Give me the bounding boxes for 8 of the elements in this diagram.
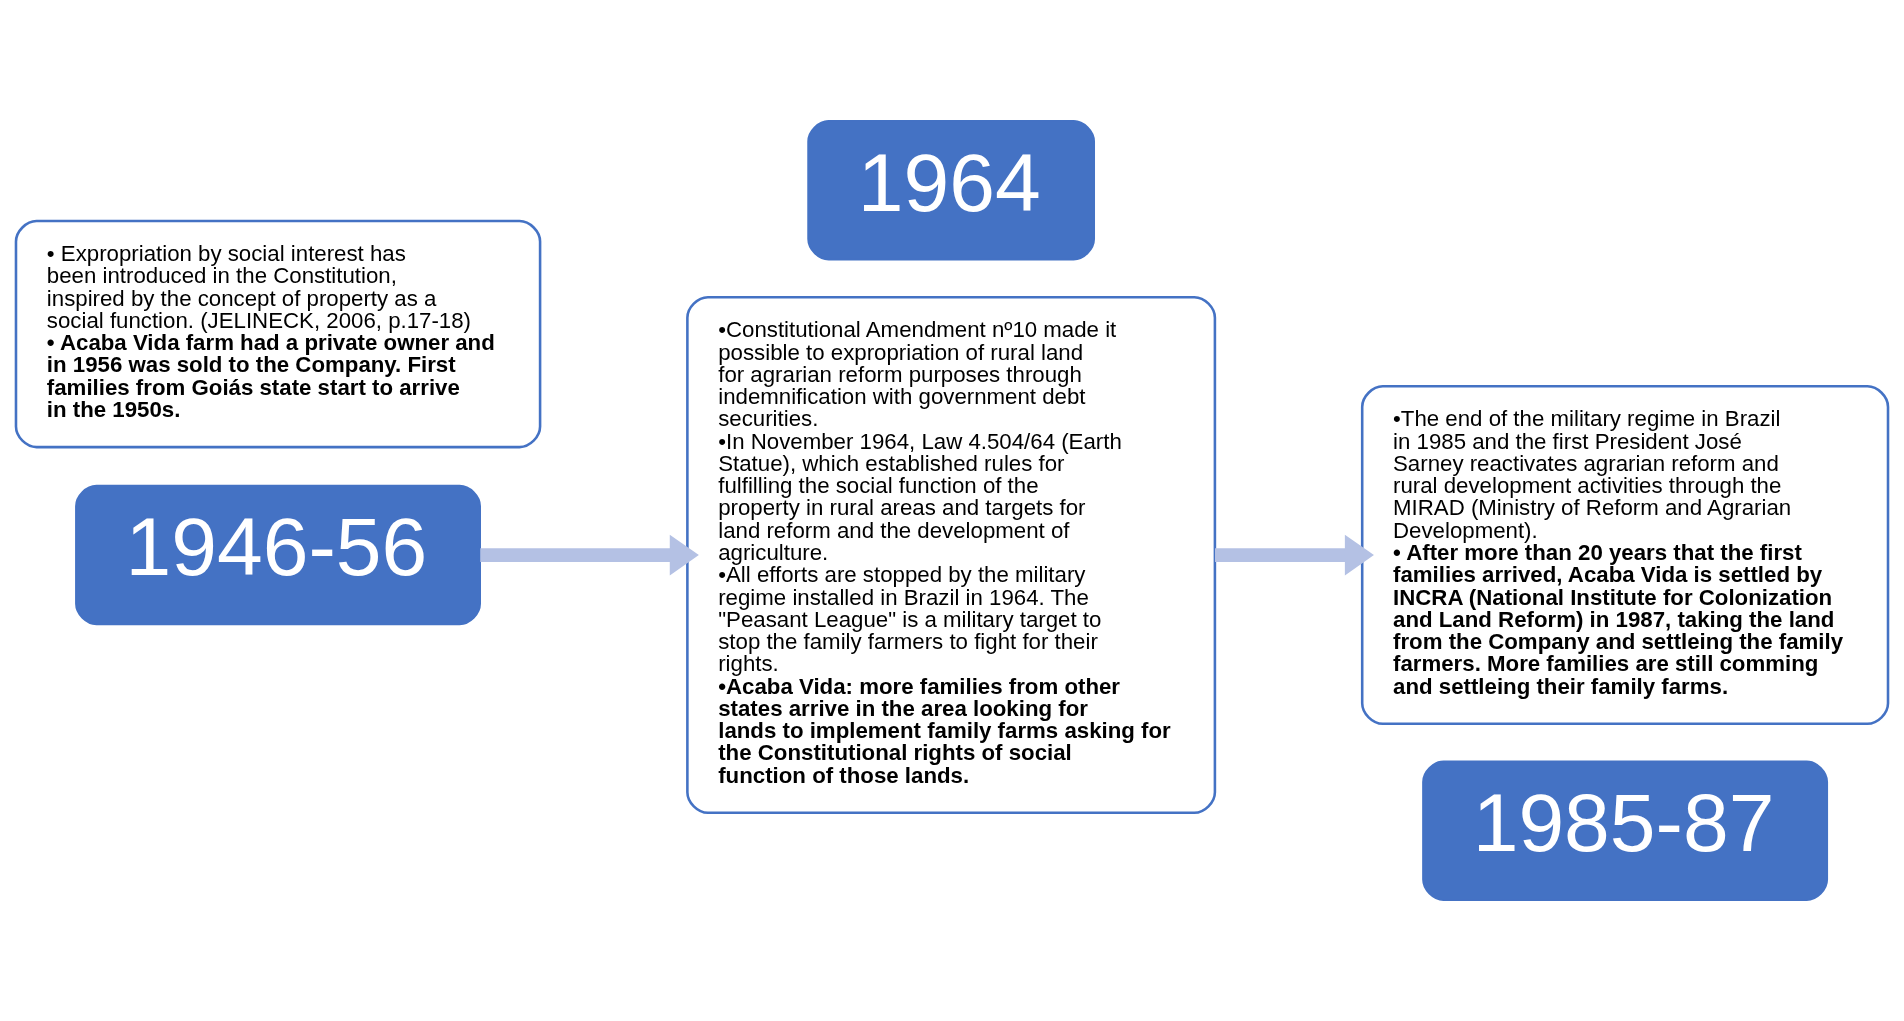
node-box: • Expropriation by social interest has been introduced in the Constitution, inspired by the concept of property as a social function. (JELINECK, 2006, p.17-18) • Acaba Vida farm had a private owner and in 1956 was sold to the Company. First families from Goiás state start to arrive in the 1950s.	[14, 219, 542, 449]
node-box: 1946-56	[75, 484, 481, 626]
node-box: 1985-87	[1422, 760, 1829, 901]
node-box: •Constitutional Amendment nº10 made it possible to expropriation of rural land for agrarian reform purposes through indemnification with government debt securities. •In November 1964, Law 4.504/64 (Earth Statue), which established rules for fulfilling the social function of the property in rural areas and targets for land reform and the development of agriculture. •All efforts are stopped by the military regime installed in Brazil in 1964. The "Peasant League" is a military target to stop the family farmers to fight for their rights. •Acaba Vida: more families from other states arrive in the area looking for lands to implement family farms asking for the Constitutional rights of social function of those lands.	[686, 295, 1217, 815]
node-box: •The end of the military regime in Brazil in 1985 and the first President José Sarney reactivates agrarian reform and rural development activities through the MIRAD (Ministry of Reform and Agrarian Development). • After more than 20 years that the first families arrived, Acaba Vida is settled by INCRA (National Institute for Colonization and Land Reform) in 1987, taking the land from the Company and settleing the family farmers. More families are still comming and settleing their family farms.	[1360, 385, 1890, 726]
node-box: 1964	[807, 120, 1095, 261]
arrow	[480, 534, 699, 576]
arrow	[1215, 534, 1374, 576]
